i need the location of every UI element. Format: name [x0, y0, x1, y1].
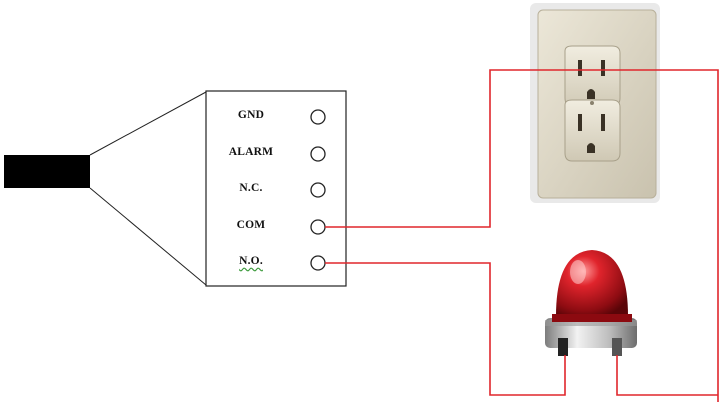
alarm-beacon-lamp-icon [545, 250, 637, 356]
fanout-line-top [89, 91, 207, 156]
terminal-alarm [310, 146, 326, 162]
cable-icon [4, 155, 90, 188]
power-outlet-icon [530, 3, 660, 203]
terminal-gnd [310, 109, 326, 125]
wire-lamp-to-outlet [616, 355, 718, 396]
wire-no-to-lamp [325, 262, 566, 396]
terminal-label-no: N.O. [239, 255, 263, 267]
fanout-line-bottom [89, 187, 207, 286]
terminal-com [310, 219, 326, 235]
terminal-label-com: COM [236, 219, 266, 231]
wire-com-to-outlet [325, 69, 719, 402]
terminal-label-nc: N.C. [239, 182, 263, 194]
terminal-label-alarm: ALARM [228, 146, 274, 158]
terminal-label-gnd: GND [237, 109, 265, 121]
terminal-nc [310, 182, 326, 198]
terminal-no [310, 255, 326, 271]
